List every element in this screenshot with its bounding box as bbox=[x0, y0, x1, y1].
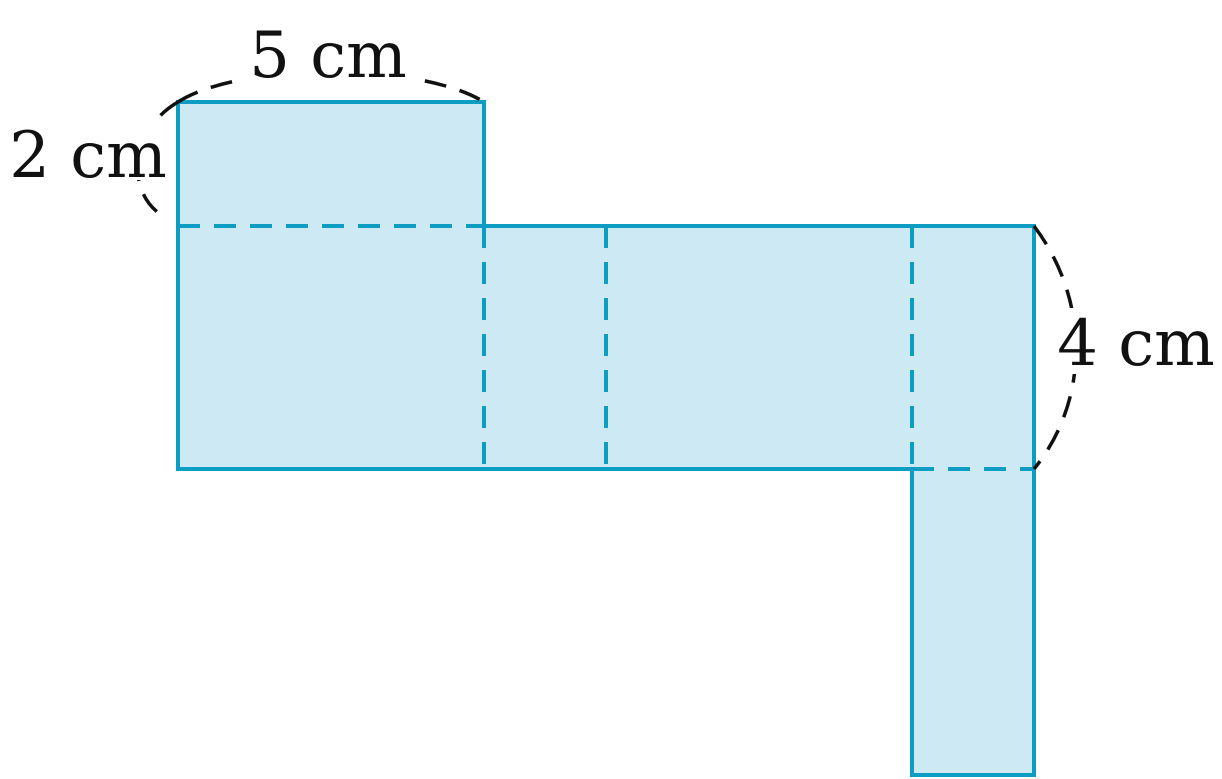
fold-lines bbox=[178, 224, 1034, 471]
face-top-flap bbox=[178, 102, 484, 226]
label-left-height: 2 cm bbox=[9, 119, 167, 193]
face-large-middle bbox=[606, 226, 912, 469]
label-halo-left bbox=[4, 118, 174, 180]
dimension-labels: 5 cm 2 cm 4 cm bbox=[4, 19, 1220, 381]
label-halo-top bbox=[240, 22, 416, 84]
face-narrow-side-left bbox=[484, 226, 606, 469]
net-faces bbox=[178, 102, 1034, 775]
face-narrow-side-right bbox=[912, 226, 1034, 469]
net-outline bbox=[176, 100, 1036, 777]
label-top-width: 5 cm bbox=[249, 19, 407, 93]
face-large-left bbox=[178, 226, 484, 469]
face-bottom-flap bbox=[912, 469, 1034, 775]
dimension-arc-right bbox=[1032, 224, 1078, 471]
label-halo-right bbox=[1052, 308, 1220, 374]
label-right-height: 4 cm bbox=[1057, 307, 1215, 381]
